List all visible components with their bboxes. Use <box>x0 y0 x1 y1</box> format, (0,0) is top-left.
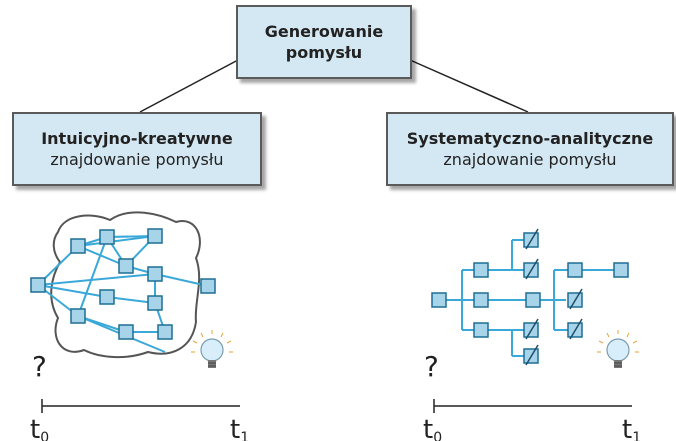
rejected-slash <box>525 318 539 340</box>
network-node <box>70 238 86 254</box>
t1-right-label: t1 <box>622 415 641 441</box>
timeline-left <box>41 399 240 413</box>
intuitive-subtitle: znajdowanie pomysłu <box>50 150 224 169</box>
tree-node <box>473 322 489 338</box>
rejected-slash <box>525 228 539 250</box>
tree-node <box>473 262 489 278</box>
tree-node <box>525 292 541 308</box>
network-node <box>70 308 86 324</box>
connector-left <box>139 59 239 113</box>
systematic-title: Systematyczno-analityczne <box>406 129 654 148</box>
rejected-slash <box>569 288 583 310</box>
systematic-box: Systematyczno-analityczne znajdowanie po… <box>386 112 674 186</box>
network-node <box>147 266 163 282</box>
question-mark-right: ? <box>424 350 439 383</box>
rejected-slash <box>569 318 583 340</box>
network-node <box>118 324 134 340</box>
intuitive-box: Intuicyjno-kreatywne znajdowanie pomysłu <box>12 112 262 186</box>
systematic-subtitle: znajdowanie pomysłu <box>443 150 617 169</box>
lightbulb-icon <box>191 330 233 368</box>
tree-node <box>567 262 583 278</box>
timeline-right <box>433 399 632 413</box>
t1-left-label: t1 <box>230 415 249 441</box>
network-node <box>200 278 216 294</box>
systematic-tree <box>431 228 629 366</box>
tree-node <box>473 292 489 308</box>
network-node <box>157 324 173 340</box>
rejected-slash <box>525 258 539 280</box>
rejected-slash <box>525 344 539 366</box>
tree-node <box>431 292 447 308</box>
t0-right-label: t0 <box>423 415 442 441</box>
network-node <box>99 289 115 305</box>
connector-right <box>409 59 529 113</box>
lightbulb-icon <box>597 330 639 368</box>
network-node <box>147 228 163 244</box>
tree-node <box>613 262 629 278</box>
question-mark-left: ? <box>32 350 47 383</box>
intuitive-network <box>30 211 216 359</box>
network-node <box>147 295 163 311</box>
idea-generation-box: Generowanie pomysłu <box>236 5 412 79</box>
network-node <box>30 277 46 293</box>
intuitive-title: Intuicyjno-kreatywne <box>41 129 233 148</box>
network-node <box>118 258 134 274</box>
idea-generation-line1: Generowanie <box>264 22 384 41</box>
t0-left-label: t0 <box>30 415 49 441</box>
network-node <box>99 229 115 245</box>
idea-generation-line2: pomysłu <box>285 43 363 62</box>
